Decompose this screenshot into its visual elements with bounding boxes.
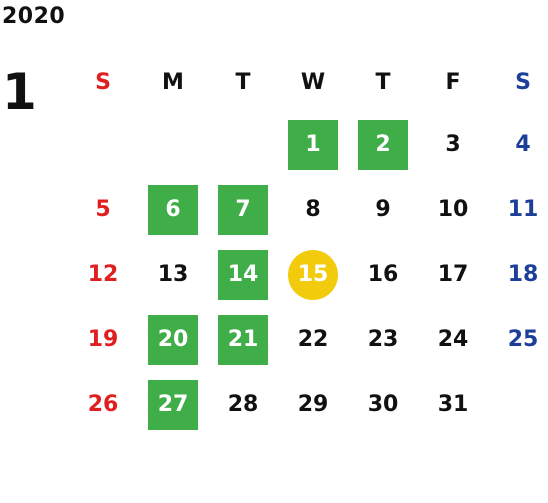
day-cell[interactable]: 25	[488, 307, 548, 372]
highlighted-day: 2	[358, 119, 408, 170]
highlighted-day: 21	[218, 314, 268, 365]
day-cell[interactable]: 3	[418, 112, 488, 177]
day-number: 3	[445, 132, 461, 157]
day-number: 4	[515, 132, 531, 157]
day-cell[interactable]: 11	[488, 177, 548, 242]
weekday-sat: S	[515, 69, 531, 95]
day-cell[interactable]: 21	[208, 307, 278, 372]
highlighted-day: 1	[288, 119, 338, 170]
empty-day-cell	[138, 112, 208, 177]
highlighted-day: 14	[218, 249, 268, 300]
weekday-mon: M	[162, 69, 184, 95]
empty-day-cell	[208, 112, 278, 177]
day-cell[interactable]: 5	[68, 177, 138, 242]
day-cell[interactable]: 16	[348, 242, 418, 307]
day-number: 10	[437, 197, 469, 222]
day-cell[interactable]: 27	[138, 372, 208, 437]
weekday-wed: W	[300, 69, 326, 95]
day-number: 23	[367, 327, 399, 352]
day-cell[interactable]: 1	[278, 112, 348, 177]
day-cell[interactable]: 28	[208, 372, 278, 437]
day-number: 26	[87, 392, 119, 417]
day-number: 19	[87, 327, 119, 352]
day-number: 22	[297, 327, 329, 352]
day-cell[interactable]: 18	[488, 242, 548, 307]
day-cell[interactable]: 26	[68, 372, 138, 437]
highlighted-day: 7	[218, 184, 268, 235]
day-number	[148, 120, 198, 170]
day-cell[interactable]: 22	[278, 307, 348, 372]
day-cell[interactable]: 23	[348, 307, 418, 372]
day-cell[interactable]: 9	[348, 177, 418, 242]
day-number: 16	[367, 262, 399, 287]
day-number: 13	[157, 262, 189, 287]
empty-day-cell	[488, 372, 548, 437]
day-cell[interactable]: 4	[488, 112, 548, 177]
day-cell[interactable]: 8	[278, 177, 348, 242]
day-number: 24	[437, 327, 469, 352]
day-cell[interactable]: 13	[138, 242, 208, 307]
highlighted-day: 20	[148, 314, 198, 365]
month-number: 1	[2, 63, 37, 121]
day-cell[interactable]: 19	[68, 307, 138, 372]
day-number: 9	[375, 197, 391, 222]
day-cell[interactable]: 12	[68, 242, 138, 307]
day-number: 30	[367, 392, 399, 417]
today-marker: 15	[288, 249, 338, 300]
day-cell[interactable]: 24	[418, 307, 488, 372]
day-cell[interactable]: 17	[418, 242, 488, 307]
day-number: 12	[87, 262, 119, 287]
highlighted-day: 6	[148, 184, 198, 235]
day-number: 29	[297, 392, 329, 417]
weekday-tue: T	[235, 69, 251, 95]
empty-day-cell	[68, 112, 138, 177]
day-number: 8	[305, 197, 321, 222]
day-cell[interactable]: 20	[138, 307, 208, 372]
day-cell[interactable]: 15	[278, 242, 348, 307]
day-number: 31	[437, 392, 469, 417]
day-cell[interactable]: 6	[138, 177, 208, 242]
year-label: 2020	[2, 4, 66, 29]
day-number: 18	[507, 262, 539, 287]
highlighted-day: 27	[148, 379, 198, 430]
day-cell[interactable]: 31	[418, 372, 488, 437]
day-cell[interactable]: 29	[278, 372, 348, 437]
day-number	[498, 380, 548, 430]
day-number	[218, 120, 268, 170]
day-number: 28	[227, 392, 259, 417]
day-number: 5	[95, 197, 111, 222]
day-number	[78, 120, 128, 170]
day-cell[interactable]: 30	[348, 372, 418, 437]
weekday-sun: S	[95, 69, 111, 95]
day-number: 11	[507, 197, 539, 222]
day-cell[interactable]: 2	[348, 112, 418, 177]
day-number: 25	[507, 327, 539, 352]
weekday-thu: T	[375, 69, 391, 95]
weekday-fri: F	[445, 69, 461, 95]
day-cell[interactable]: 14	[208, 242, 278, 307]
day-cell[interactable]: 10	[418, 177, 488, 242]
day-cell[interactable]: 7	[208, 177, 278, 242]
day-number: 17	[437, 262, 469, 287]
